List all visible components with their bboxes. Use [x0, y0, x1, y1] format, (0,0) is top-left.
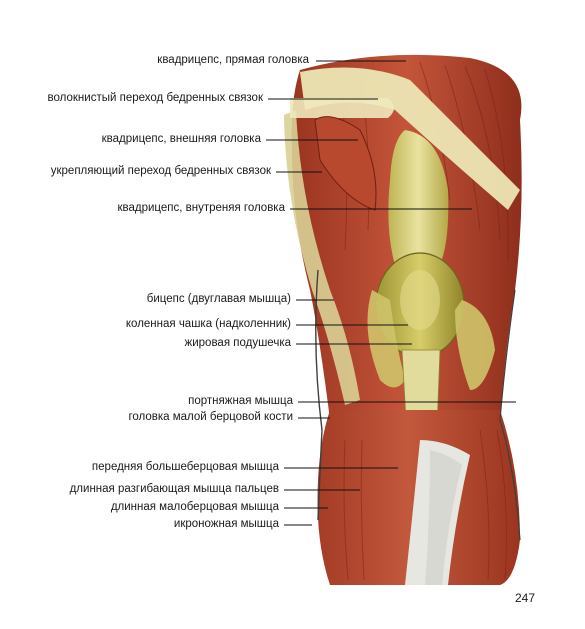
page-number: 247 [515, 591, 536, 605]
label-biceps: бицепс (двуглавая мышца) [146, 293, 291, 305]
label-quadriceps-rectus: квадрицепс, прямая головка [157, 54, 309, 66]
label-patella: коленная чашка (надколенник) [125, 318, 291, 330]
fibrous-ligament-strip [290, 98, 394, 118]
right-contour [499, 289, 521, 541]
shin-striations [343, 429, 507, 581]
lateral-band [284, 110, 360, 405]
rectus-tendon [300, 67, 520, 210]
label-sartorius: портняжная мышца [188, 395, 293, 407]
label-fat-pad: жировая подушечка [184, 337, 291, 349]
left-contour [315, 269, 323, 521]
label-gastrocnemius: икроножная мышца [173, 518, 279, 530]
fat-pad-left [367, 290, 405, 388]
label-fibula-head: головка малой берцовой кости [128, 411, 293, 423]
label-peroneus-longus: длинная малоберцовая мышца [110, 501, 279, 513]
label-quadriceps-lateral: квадрицепс, внешняя головка [101, 133, 261, 145]
label-quadriceps-medial: квадрицепс, внутреняя головка [117, 202, 285, 214]
label-reinforcing-femoral-ligament: укрепляющий переход бедренных связок [50, 165, 271, 177]
label-fibrous-femoral-ligament: волокнистый переход бедренных связок [47, 92, 263, 104]
label-extensor-digitorum-longus: длинная разгибающая мышца пальцев [69, 483, 279, 495]
leader-lines [266, 60, 516, 526]
quadriceps-tendon [388, 130, 449, 265]
fat-pad-right [455, 300, 495, 390]
label-tibialis-anterior: передняя большеберцовая мышца [91, 461, 279, 473]
